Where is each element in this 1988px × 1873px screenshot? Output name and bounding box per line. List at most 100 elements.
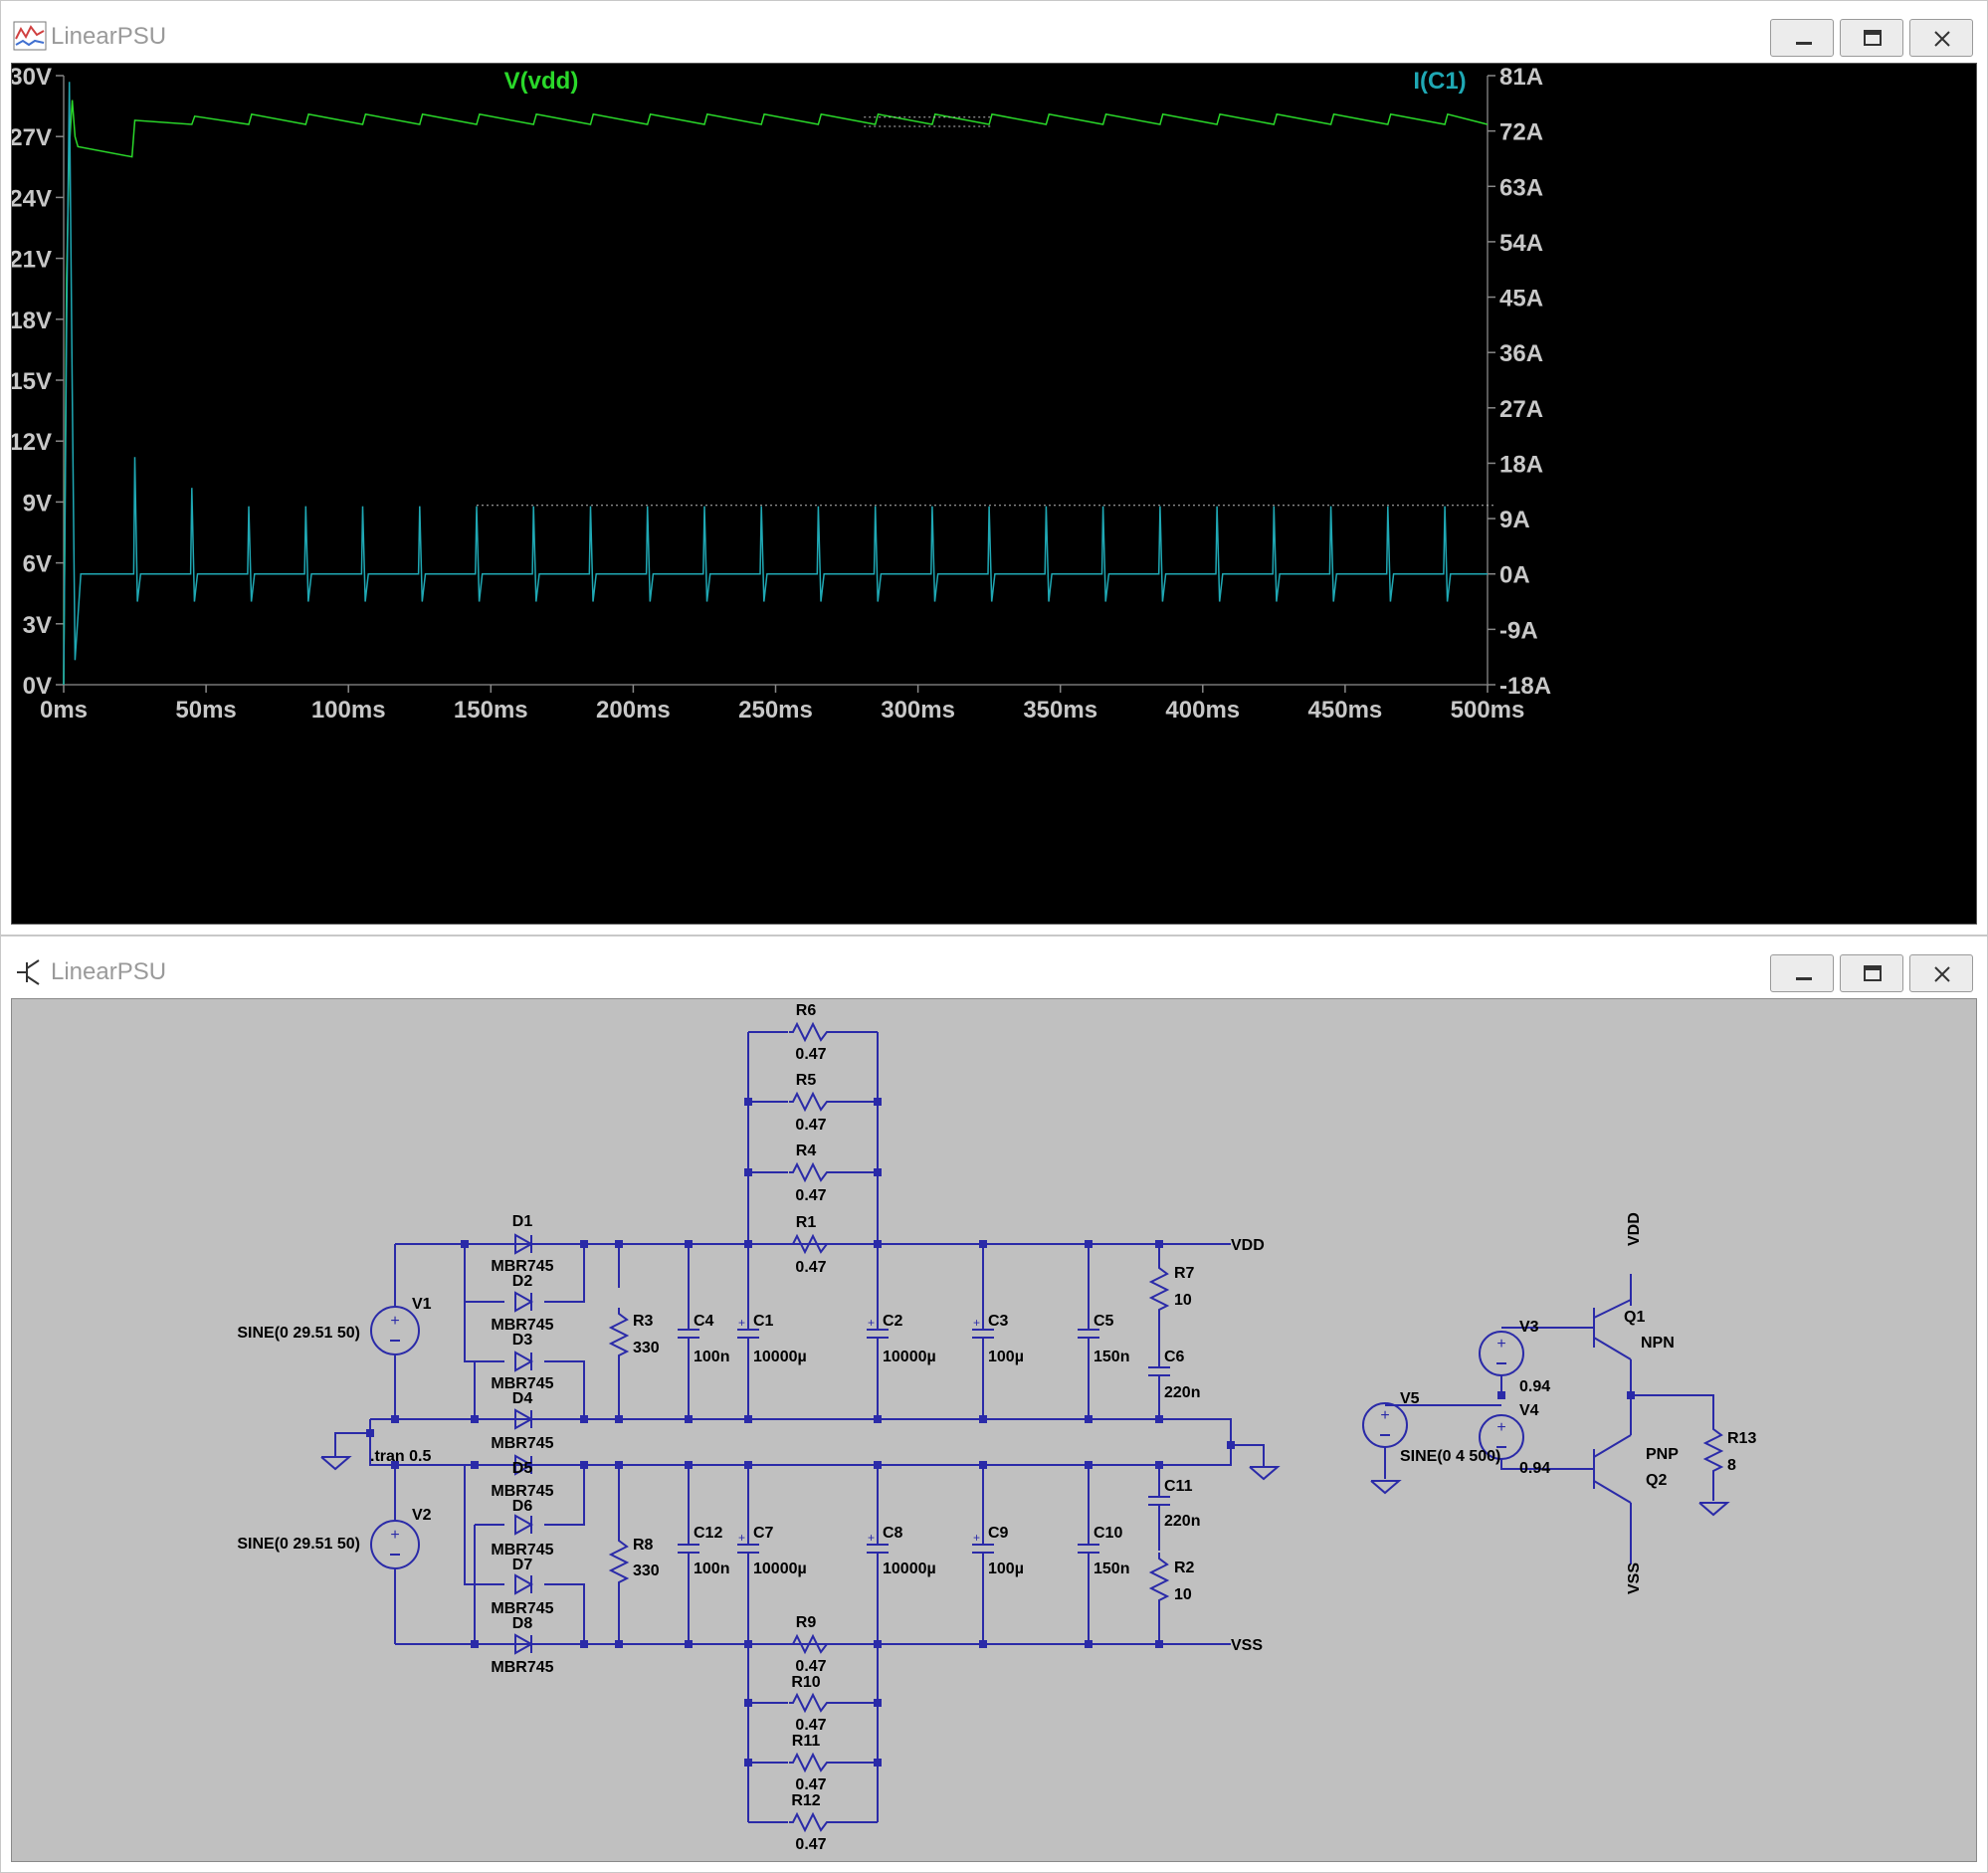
component-label: 0.47 [795,1117,826,1134]
trace-label-ic1[interactable]: I(C1) [1413,68,1466,95]
source-circle [1479,1414,1524,1460]
plus-sign: + [1380,1407,1389,1424]
component-label: R5 [796,1072,817,1089]
emitter-leg [1593,1337,1632,1360]
component-label: 10000µ [753,1349,807,1365]
schematic-drawing[interactable]: +++++++++++ R60.47R50.47R40.47R10.47D1D2… [12,999,1978,1855]
right-tick-label: 9A [1499,507,1530,533]
component-label: MBR745 [491,1600,553,1617]
component-label: .tran 0.5 [370,1448,431,1465]
junction-dot [1627,1391,1635,1399]
junction-dot [744,1168,752,1176]
component-label: D8 [512,1615,533,1632]
component-label: NPN [1641,1335,1675,1352]
minimize-button[interactable] [1770,954,1834,992]
source-circle [370,1306,420,1355]
restore-icon [1864,30,1882,46]
diode-body [514,1408,534,1430]
junction-dot [874,1168,882,1176]
junction-dot [685,1640,693,1648]
waveform-plot[interactable]: V(vdd) I(C1) 0V3V6V9V12V15V18V21V24V27V3… [9,64,1978,926]
diode-body [514,1233,534,1255]
junction-dot [685,1415,693,1423]
x-tick-label: 300ms [881,697,955,724]
close-button[interactable] [1909,954,1973,992]
junction-dot [744,1415,752,1423]
x-tick-label: 250ms [738,697,813,724]
diode-d6 [514,1514,534,1536]
capacitor-c4 [678,1329,699,1339]
junction-dot [391,1461,399,1469]
component-label: 330 [633,1340,660,1356]
diode-d1 [514,1233,534,1255]
component-label: C1 [753,1313,774,1330]
component-label: 10 [1174,1292,1192,1309]
collector-leg [1593,1480,1632,1504]
component-label: R12 [791,1792,820,1809]
ground-tap-left [334,1432,370,1457]
component-label: R13 [1727,1430,1756,1447]
ground-tap-right [1231,1444,1265,1467]
bridge-wire [464,1302,475,1362]
junction-dot [685,1240,693,1248]
bridge-wire [544,1360,585,1419]
component-label: Q1 [1624,1309,1645,1326]
close-button[interactable] [1909,19,1973,57]
minimize-button[interactable] [1770,19,1834,57]
schematic-junctions [366,1098,1635,1767]
minimize-icon [1796,42,1812,45]
junction-dot [461,1240,469,1248]
schematic-labels: R60.47R50.47R40.47R10.47D1D2D3D4D5D6D7D8… [237,1002,1756,1853]
maximize-button[interactable] [1840,954,1903,992]
right-tick-label: 81A [1499,64,1543,91]
waveform-titlebar[interactable]: LinearPSU [1,1,1987,63]
plus-sign: + [738,1316,745,1330]
junction-dot [874,1640,882,1648]
junction-dot [366,1429,374,1437]
component-label: C2 [883,1313,903,1330]
component-label: 100µ [988,1349,1024,1365]
component-label: R11 [792,1733,821,1750]
component-label: VDD [1231,1237,1265,1254]
v1-source: + [370,1306,420,1355]
component-label: 10000µ [753,1561,807,1577]
component-label: 0.47 [795,1836,826,1853]
component-label: Q2 [1646,1472,1667,1489]
left-tick-label: 18V [12,308,52,334]
junction-dot [471,1640,479,1648]
junction-dot [744,1461,752,1469]
minimize-icon [1796,977,1812,980]
component-label: VSS [1231,1637,1263,1654]
capacitor-c5 [1078,1329,1099,1339]
schematic-components[interactable]: +++++++++++ [320,1021,1730,1833]
component-label: R8 [633,1537,654,1554]
resistor-r11 [789,1752,833,1773]
ground-icon [1370,1480,1402,1495]
left-tick-label: 24V [12,185,52,212]
junction-dot [1227,1441,1235,1449]
right-tick-label: 54A [1499,230,1543,257]
schematic-titlebar[interactable]: LinearPSU [1,936,1987,998]
source-circle [1479,1331,1524,1376]
trace-label-vdd[interactable]: V(vdd) [504,68,579,95]
component-label: C9 [988,1525,1009,1542]
component-label: 0.94 [1519,1460,1550,1477]
v4-base-wire [1500,1459,1594,1470]
component-label: MBR745 [491,1317,553,1334]
right-tick-label: 0A [1499,562,1530,589]
right-tick-label: 27A [1499,396,1543,423]
x-tick-label: 350ms [1023,697,1097,724]
resistor-r6 [789,1021,833,1043]
junction-dot [874,1240,882,1248]
net-label-vss: VSS [1626,1562,1643,1594]
right-tick-label: 63A [1499,174,1543,201]
junction-dot [1155,1415,1163,1423]
resistor-r8 [608,1535,630,1588]
close-icon [1934,966,1950,982]
maximize-button[interactable] [1840,19,1903,57]
diode-body [514,1351,534,1372]
